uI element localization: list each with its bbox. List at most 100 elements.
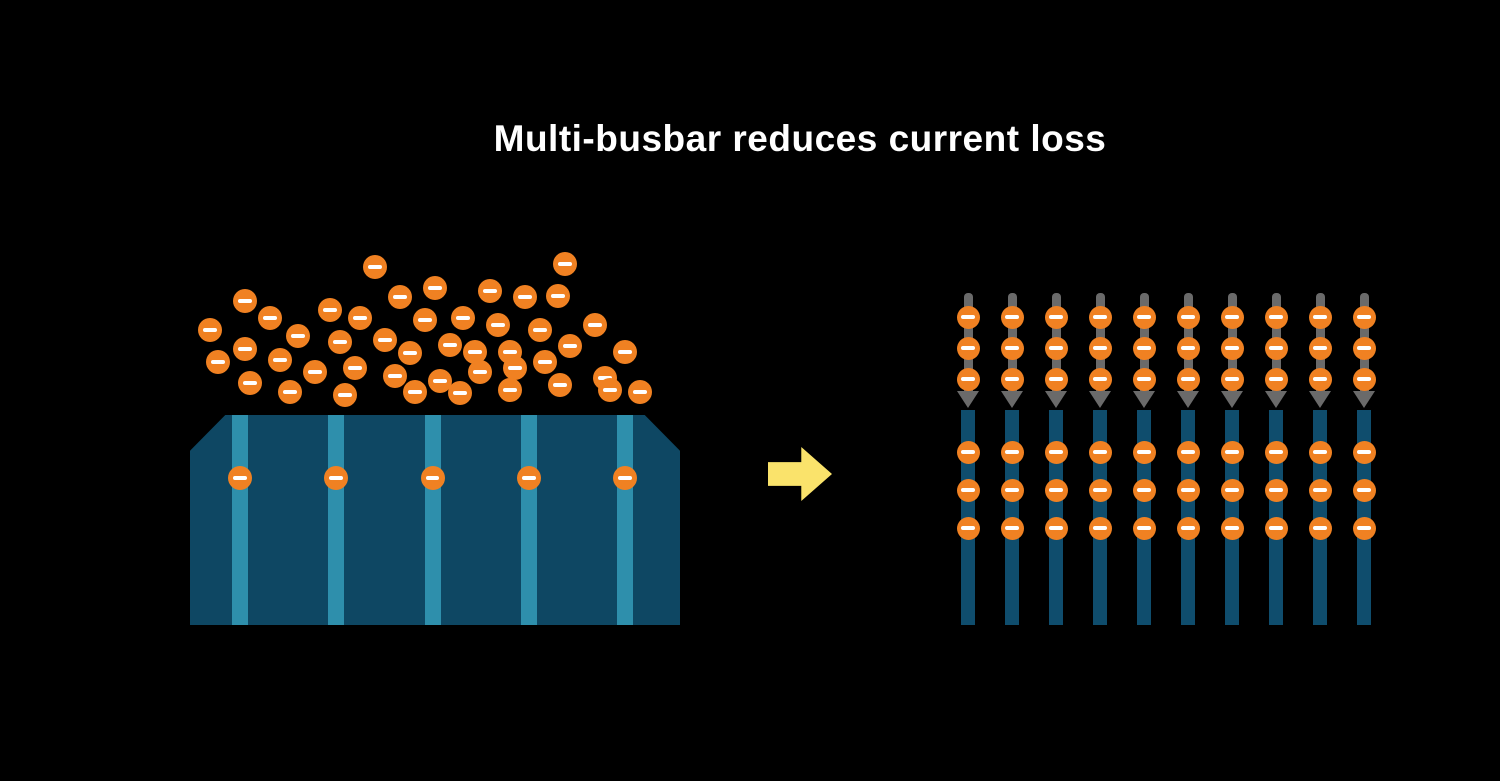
electron-icon <box>1264 305 1288 329</box>
minus-sign <box>1005 488 1019 492</box>
minus-sign <box>563 344 577 348</box>
minus-sign <box>618 350 632 354</box>
electron-icon <box>318 298 342 322</box>
electron-icon <box>451 306 475 330</box>
minus-sign <box>468 350 482 354</box>
minus-sign <box>961 450 975 454</box>
minus-sign <box>603 388 617 392</box>
down-arrow-head <box>1045 391 1067 408</box>
minus-sign <box>961 377 975 381</box>
down-arrow-head <box>957 391 979 408</box>
electron-icon <box>1220 305 1244 329</box>
minus-sign <box>1049 450 1063 454</box>
busbar-bar <box>1225 410 1239 625</box>
minus-sign <box>1225 488 1239 492</box>
electron-icon <box>1000 367 1024 391</box>
electron-icon <box>388 285 412 309</box>
electron-icon <box>1220 440 1244 464</box>
down-arrow-shaft <box>1007 293 1017 393</box>
electron-icon <box>328 330 352 354</box>
minus-sign <box>1137 315 1151 319</box>
minus-sign <box>491 323 505 327</box>
minus-sign <box>1049 377 1063 381</box>
electron-icon <box>228 466 252 490</box>
down-arrow-shaft <box>1139 293 1149 393</box>
electron-icon <box>1176 305 1200 329</box>
electron-icon <box>1132 440 1156 464</box>
down-arrow-shaft <box>1315 293 1325 393</box>
electron-icon <box>278 380 302 404</box>
electron-icon <box>1264 478 1288 502</box>
down-arrow-shaft <box>1271 293 1281 393</box>
down-arrow-head <box>1309 391 1331 408</box>
electron-icon <box>613 466 637 490</box>
minus-sign <box>1049 526 1063 530</box>
minus-sign <box>1225 346 1239 350</box>
minus-sign <box>961 488 975 492</box>
electron-icon <box>1308 478 1332 502</box>
minus-sign <box>283 390 297 394</box>
electron-icon <box>348 306 372 330</box>
electron-icon <box>558 334 582 358</box>
minus-sign <box>1269 377 1283 381</box>
minus-sign <box>393 295 407 299</box>
electron-icon <box>373 328 397 352</box>
electron-icon <box>553 252 577 276</box>
electron-icon <box>1264 367 1288 391</box>
minus-sign <box>961 315 975 319</box>
electron-icon <box>233 289 257 313</box>
minus-sign <box>1049 488 1063 492</box>
minus-sign <box>378 338 392 342</box>
electron-icon <box>398 341 422 365</box>
electron-icon <box>1044 516 1068 540</box>
busbar-bar <box>961 410 975 625</box>
minus-sign <box>243 381 257 385</box>
electron-icon <box>628 380 652 404</box>
electron-icon <box>1176 367 1200 391</box>
down-arrow-shaft <box>1095 293 1105 393</box>
minus-sign <box>408 390 422 394</box>
minus-sign <box>1269 346 1283 350</box>
electron-icon <box>1220 336 1244 360</box>
electron-icon <box>1044 305 1068 329</box>
electron-icon <box>1000 478 1024 502</box>
minus-sign <box>418 318 432 322</box>
minus-sign <box>353 316 367 320</box>
electron-icon <box>1308 336 1332 360</box>
electron-icon <box>513 285 537 309</box>
minus-sign <box>1313 488 1327 492</box>
minus-sign <box>1225 377 1239 381</box>
busbar-bar <box>1137 410 1151 625</box>
minus-sign <box>521 476 536 480</box>
minus-sign <box>1181 377 1195 381</box>
minus-sign <box>233 476 247 480</box>
minus-sign <box>473 370 487 374</box>
standard-busbar-cell <box>190 415 680 625</box>
diagram-title: Multi-busbar reduces current loss <box>493 118 1107 159</box>
electron-icon <box>1308 367 1332 391</box>
electron-icon <box>613 340 637 364</box>
minus-sign <box>368 265 382 269</box>
minus-sign <box>291 334 305 338</box>
electron-icon <box>343 356 367 380</box>
electron-icon <box>1264 516 1288 540</box>
busbar-bar <box>1357 410 1371 625</box>
down-arrow-head <box>1177 391 1199 408</box>
electron-icon <box>324 466 349 490</box>
minus-sign <box>961 526 975 530</box>
minus-sign <box>348 366 362 370</box>
electron-icon <box>363 255 387 279</box>
electron-icon <box>468 360 492 384</box>
electron-icon <box>1044 478 1068 502</box>
minus-sign <box>1357 346 1371 350</box>
